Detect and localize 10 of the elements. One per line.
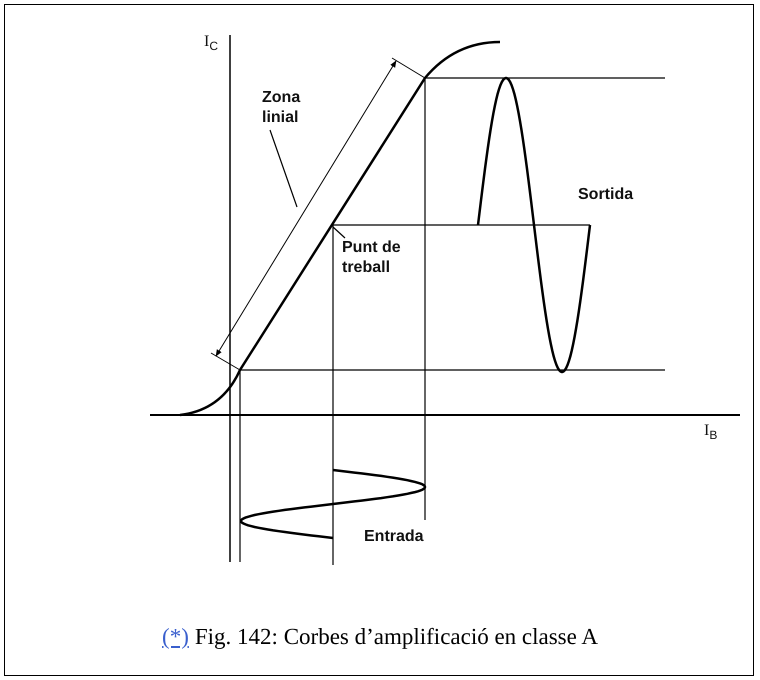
footnote-link: (*) (162, 624, 189, 650)
callout-text: Zona linial (262, 88, 332, 128)
leader-line (332, 226, 346, 238)
output-label: Sortida (578, 186, 634, 204)
axis-label: I$_{C}$ (204, 33, 218, 54)
figure-caption: Fig. 142: Corbes d’amplificació en classe A (194, 624, 598, 650)
axis-label: I$_{B}$ (704, 422, 718, 442)
callout-text: Punt de treball (342, 238, 422, 278)
leader-line (269, 130, 298, 208)
input-label: Entrada (364, 528, 424, 546)
